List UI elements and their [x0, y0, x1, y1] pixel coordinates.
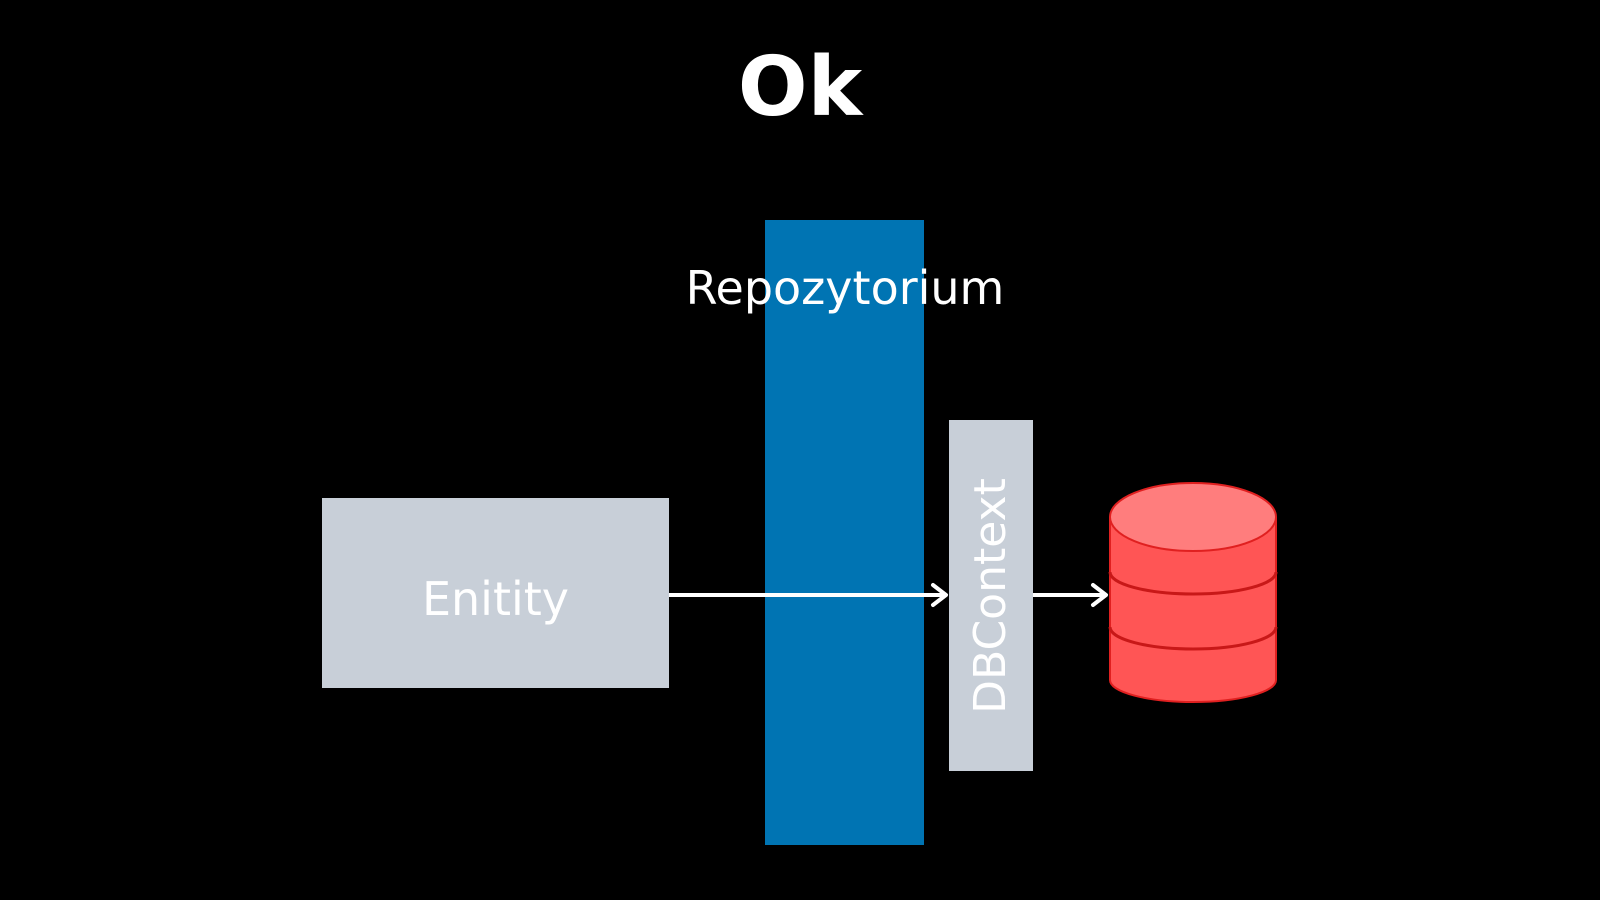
- dbcontext-label: DBContext: [965, 477, 1016, 714]
- arrow-dbcontext-to-database: [1033, 583, 1108, 607]
- entity-box: Enitity: [322, 498, 669, 688]
- entity-label: Enitity: [421, 572, 570, 626]
- repository-bar: [765, 220, 924, 845]
- database-icon: [1108, 482, 1278, 703]
- repository-label: Repozytorium: [685, 261, 1005, 315]
- dbcontext-box: DBContext: [949, 420, 1033, 771]
- page-title: Ok: [737, 40, 863, 135]
